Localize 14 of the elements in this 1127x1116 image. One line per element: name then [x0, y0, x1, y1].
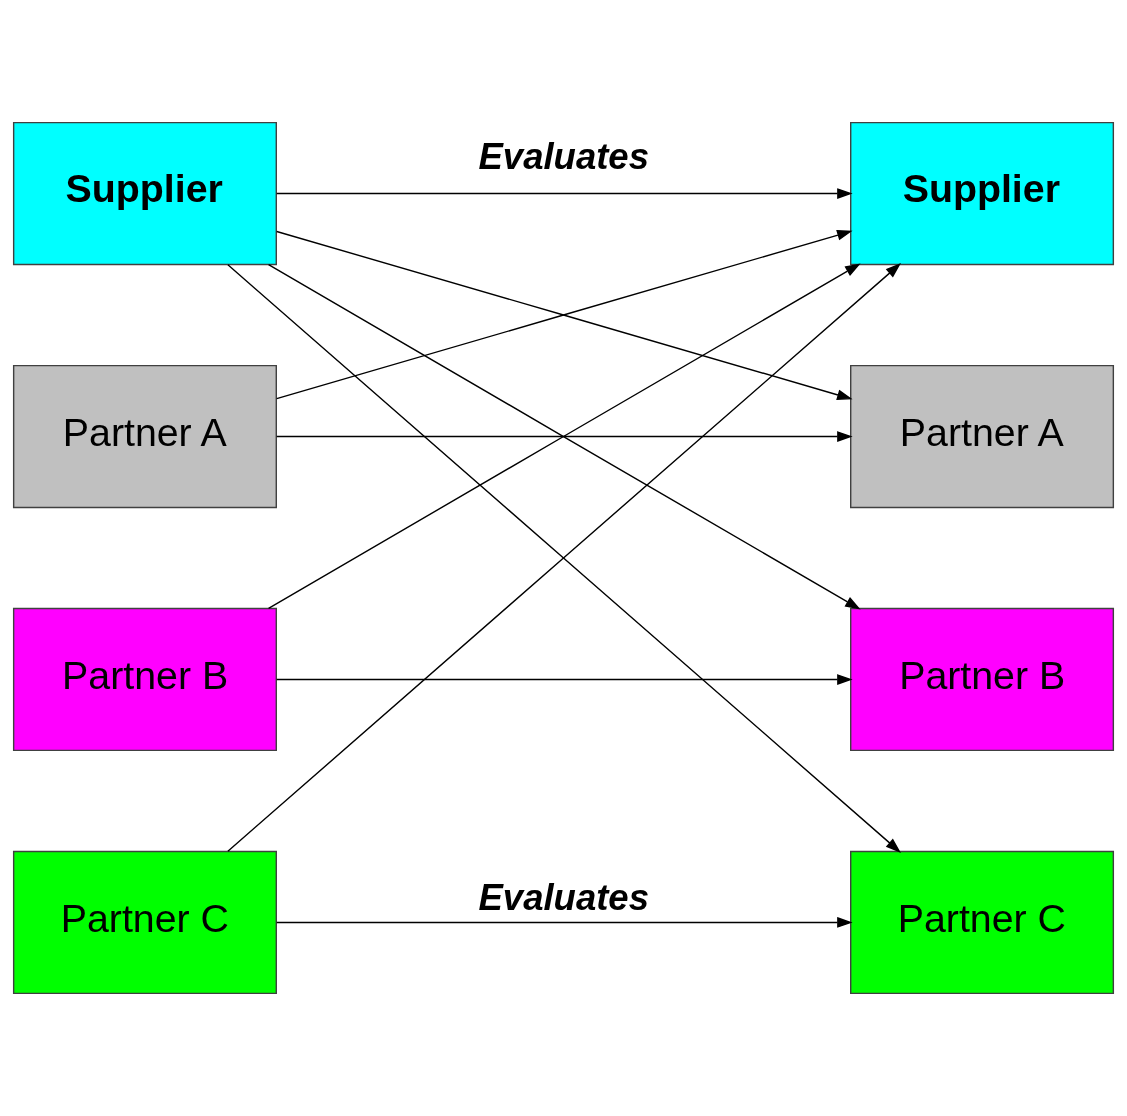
arrow — [276, 917, 853, 928]
node-box: Partner B — [850, 607, 1115, 752]
edge-label: Evaluates — [478, 136, 649, 178]
arrow — [276, 431, 853, 442]
node-box: Partner C — [12, 850, 277, 995]
node-box: Partner B — [12, 607, 277, 752]
arrow — [276, 674, 853, 685]
node-box: Supplier — [850, 121, 1115, 266]
node-box: Partner A — [12, 364, 277, 509]
node-box: Supplier — [12, 121, 277, 266]
node-box: Partner C — [850, 850, 1115, 995]
arrow — [276, 188, 853, 199]
edge-label: Evaluates — [478, 876, 649, 918]
node-box: Partner A — [850, 364, 1115, 509]
